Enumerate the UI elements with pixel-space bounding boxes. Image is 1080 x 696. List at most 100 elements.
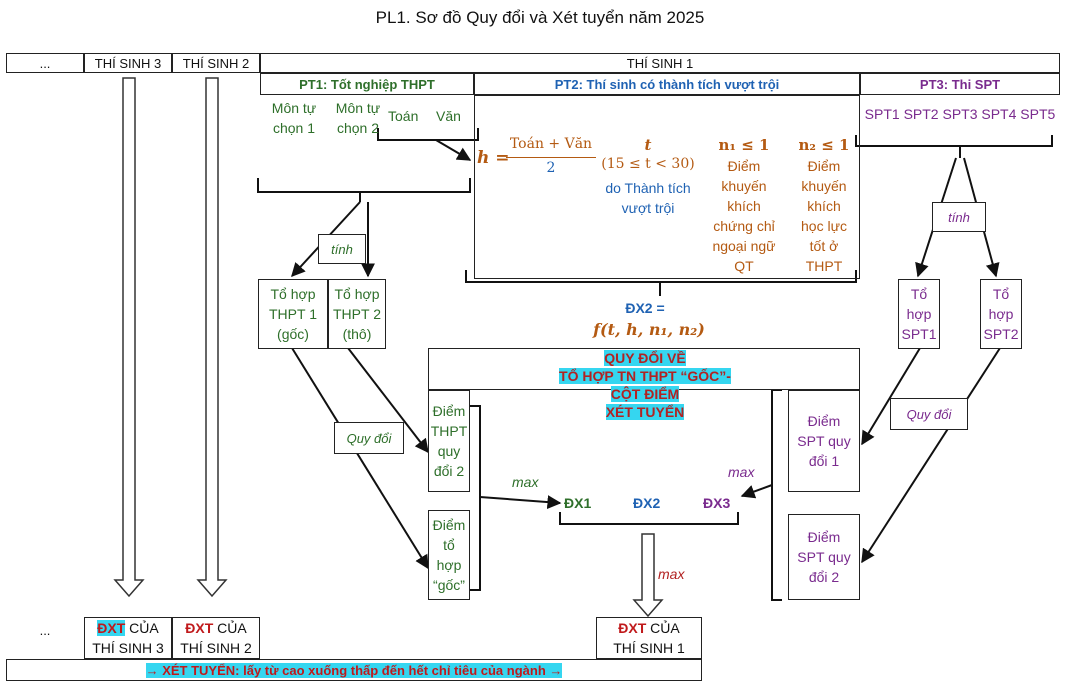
to-hop-thpt-2-line1: Tổ hợp [334,286,380,302]
n1-desc-line3: khích [727,198,761,214]
to-hop-spt1: Tổ hợp SPT1 [898,279,940,349]
t-range: (15 ≤ t < 30) [601,156,695,172]
mon-tu-chon-2-line2: chọn 2 [336,120,380,136]
mon-tu-chon-1: Môn tự chọn 1 [264,98,324,138]
dxt-ts1-cua: CỦA [646,620,680,636]
header-thi-sinh-1: THÍ SINH 1 [260,53,1060,73]
dxt-ts2-cua: CỦA [213,620,247,636]
quy-doi-label-right: Quy đổi [890,398,968,430]
n1-desc-line4: chứng chỉ [713,218,775,234]
to-hop-spt1-line2: hợp [906,306,932,322]
dx2-label: ĐX2 = [625,300,665,316]
tinh-box-pt1: tính [318,234,366,264]
spt-qd1-line1: Điểm [807,413,841,429]
n1-desc-line1: Điểm [727,158,761,174]
pt2-title: PT2: Thí sinh có thành tích vượt trội [474,73,860,95]
n1-desc-line2: khuyến [721,178,767,194]
dxt-ts3-code: ĐXT [97,620,126,636]
pt3-title: PT3: Thi SPT [860,73,1060,95]
dx2-formula: f(t, h, n₁, n₂) [593,320,705,339]
n1-desc-line6: QT [734,258,754,274]
subject-toan: Toán [388,108,419,124]
brace-pt3 [855,135,1053,147]
n1-desc: Điểm khuyến khích chứng chỉ ngoại ngữ QT [700,156,788,276]
diem-thpt-quy-doi-2: Điểm THPT quy đổi 2 [428,390,470,492]
brace-toan-van [377,128,479,141]
n2-desc: Điểm khuyến khích học lực tốt ở THPT [786,156,862,276]
n1-symbol: n₁ ≤ 1 [718,136,770,154]
brace-pt1-subjects [257,178,471,193]
quy-doi-title: QUY ĐỔI VỀ TỔ HỢP TN THPT “GỐC”- CỘT ĐIỂ… [520,349,770,421]
to-hop-thpt-2: Tổ hợp THPT 2 (thô) [328,279,386,349]
diem-to-hop-goc: Điểm tổ hợp “gốc” [428,510,470,600]
pt2-formula-box [474,95,860,279]
dx1-label: ĐX1 [564,495,592,511]
to-hop-thpt-1-line2: THPT 1 [269,306,317,322]
t-symbol: t [644,136,652,154]
mon-tu-chon-1-line2: chọn 1 [272,120,316,136]
pt1-title: PT1: Tốt nghiệp THPT [260,73,474,95]
mon-tu-chon-1-line1: Môn tự [271,100,317,116]
bracket-right-group [771,389,782,601]
mon-tu-chon-2: Môn tự chọn 2 [328,98,388,138]
page-title: PL1. Sơ đồ Quy đổi và Xét tuyển năm 2025 [375,8,705,27]
quy-doi-line4: XÉT TUYỂN [605,404,685,420]
n2-desc-line1: Điểm [807,158,841,174]
quy-doi-line1: QUY ĐỔI VỀ [604,350,686,366]
dxt-thi-sinh-1: ĐXT CỦA THÍ SINH 1 [596,617,702,659]
n2-desc-line6: THPT [805,258,843,274]
dxt-ts2-code: ĐXT [185,620,214,636]
to-hop-spt2-line1: Tổ [992,286,1010,302]
dxt-thi-sinh-3: ĐXT CỦA THÍ SINH 3 [84,617,172,659]
dx3-label: ĐX3 [703,495,731,511]
n2-symbol: n₂ ≤ 1 [798,136,850,154]
diem-spt-quy-doi-2: Điểm SPT quy đổi 2 [788,514,860,600]
t-desc-line1: do Thành tích [605,180,691,196]
bottom-ellipsis: ... [39,622,51,638]
to-hop-spt2: Tổ hợp SPT2 [980,279,1022,349]
max-label-down: max [658,566,685,582]
diem-goc-line3: hợp [436,557,462,573]
dxt-thi-sinh-2: ĐXT CỦA THÍ SINH 2 [172,617,260,659]
to-hop-thpt-1-line3: (gốc) [277,326,309,342]
spt-list: SPT1 SPT2 SPT3 SPT4 SPT5 [864,106,1056,122]
dxt-ts3-name: THÍ SINH 3 [92,640,164,656]
h-lhs: h = [477,148,510,168]
diem-thpt-qd2-line1: Điểm [432,403,466,419]
hollow-arrow-max [632,533,664,618]
quy-doi-label-left: Quy đổi [334,422,404,454]
h-numerator: Toán + Văn [509,136,593,152]
brace-dx [559,512,739,525]
to-hop-spt1-line3: SPT1 [901,326,937,342]
arrow-to-h [435,139,472,161]
max-label-right: max [728,464,755,480]
spt-qd2-line3: đổi 2 [808,569,840,585]
n1-desc-line5: ngoại ngữ [712,238,776,254]
to-hop-thpt-2-line2: THPT 2 [333,306,381,322]
t-desc: do Thành tích vượt trội [596,178,700,218]
quy-doi-line3: CỘT ĐIỂM [610,386,680,402]
n2-desc-line4: học lực [801,218,847,234]
subject-van: Văn [436,108,461,124]
to-hop-thpt-2-line3: (thô) [342,326,372,342]
to-hop-spt2-line3: SPT2 [983,326,1019,342]
spt-qd2-line2: SPT quy [797,549,851,565]
dxt-ts2-name: THÍ SINH 2 [180,640,252,656]
diem-thpt-qd2-line3: quy [437,443,461,459]
diem-thpt-qd2-line4: đổi 2 [433,463,465,479]
header-thi-sinh-2: THÍ SINH 2 [172,53,260,73]
n2-desc-line2: khuyến [801,178,847,194]
diem-spt-quy-doi-1: Điểm SPT quy đổi 1 [788,390,860,492]
xet-tuyen-text: → XÉT TUYỂN: lấy từ cao xuống thấp đến h… [145,662,563,678]
dxt-ts1-code: ĐXT [618,620,647,636]
to-hop-thpt-1-line1: Tổ hợp [270,286,316,302]
spt-qd2-line1: Điểm [807,529,841,545]
mon-tu-chon-2-line1: Môn tự [335,100,381,116]
dxt-ts1-name: THÍ SINH 1 [613,640,685,656]
max-label-left: max [512,474,539,490]
header-ellipsis: ... [6,53,84,73]
to-hop-thpt-1: Tổ hợp THPT 1 (gốc) [258,279,328,349]
spt-qd1-line3: đổi 1 [808,453,840,469]
xet-tuyen-bar: → XÉT TUYỂN: lấy từ cao xuống thấp đến h… [6,659,702,681]
t-desc-line2: vượt trội [621,200,675,216]
